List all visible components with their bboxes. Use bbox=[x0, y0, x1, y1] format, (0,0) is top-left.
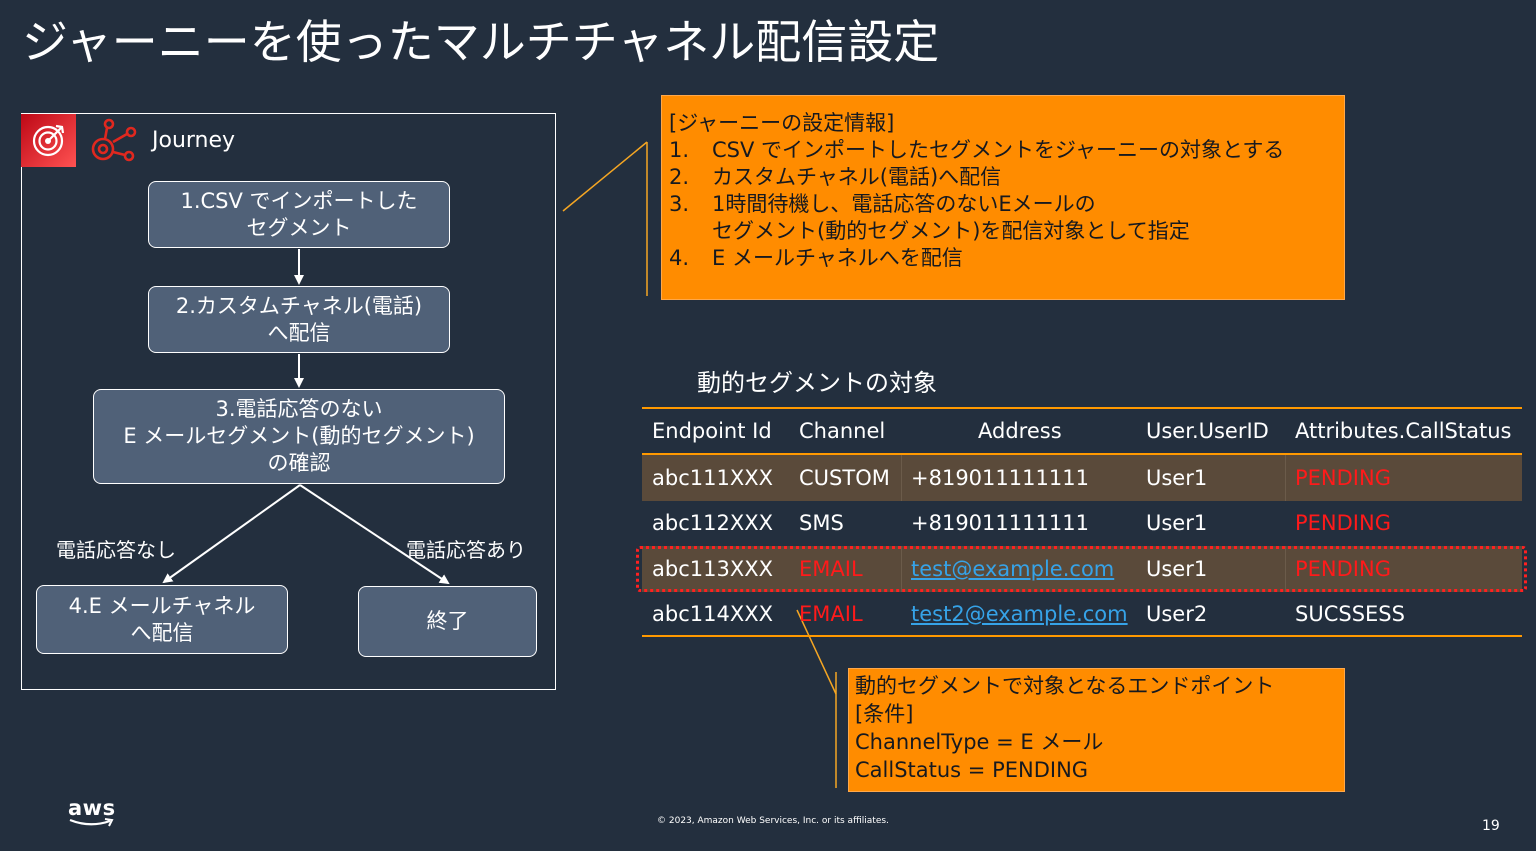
copyright: © 2023, Amazon Web Services, Inc. or its… bbox=[657, 816, 889, 826]
list-item: 3.1時間待機し、電話応答のないEメールの セグメント(動的セグメント)を配信対… bbox=[669, 192, 1190, 243]
journey-node-custom-channel[interactable]: 2.カスタムチャネル(電話) へ配信 bbox=[148, 286, 450, 353]
journey-nodes-icon bbox=[87, 118, 139, 168]
journey-node-dynamic-segment-check[interactable]: 3.電話応答のない E メールセグメント(動的セグメント) の確認 bbox=[93, 389, 505, 484]
condition-callout: 動的セグメントで対象となるエンドポイント [条件] ChannelType = … bbox=[848, 668, 1345, 792]
target-row-highlight bbox=[636, 546, 1527, 592]
callout-leader-info bbox=[562, 141, 648, 212]
table-row: abc113XXX EMAIL test@example.com User1 P… bbox=[642, 546, 1522, 592]
callout-heading: [ジャーニーの設定情報] bbox=[669, 111, 895, 135]
list-item: 4.E メールチャネルへを配信 bbox=[669, 246, 963, 270]
table-header-row: Endpoint Id Channel Address User.UserID … bbox=[642, 408, 1522, 454]
journey-node-email-channel[interactable]: 4.E メールチャネル へ配信 bbox=[36, 585, 288, 654]
status-badge: PENDING bbox=[1295, 511, 1391, 535]
table-header-rule bbox=[642, 453, 1522, 455]
table-row: abc114XXX EMAIL test2@example.com User2 … bbox=[642, 591, 1522, 637]
aws-logo: aws bbox=[68, 796, 116, 827]
slide-title: ジャーニーを使ったマルチチャネル配信設定 bbox=[22, 15, 940, 69]
callout-leader-condition bbox=[796, 609, 837, 695]
table-row: abc112XXX SMS +819011111111 User1 PENDIN… bbox=[642, 500, 1522, 546]
journey-settings-callout: [ジャーニーの設定情報] 1.CSV でインポートしたセグメントをジャーニーの対… bbox=[661, 95, 1345, 300]
status-badge: PENDING bbox=[1295, 466, 1391, 490]
page-number: 19 bbox=[1482, 818, 1500, 834]
status-badge: SUCSSESS bbox=[1295, 602, 1405, 626]
journey-node-csv-segment[interactable]: 1.CSV でインポートした セグメント bbox=[148, 181, 450, 248]
arrow-3-to-end bbox=[299, 484, 450, 585]
journey-panel bbox=[21, 113, 556, 690]
table-bottom-rule bbox=[642, 635, 1522, 637]
journey-node-end[interactable]: 終了 bbox=[358, 586, 537, 657]
table-row: abc111XXX CUSTOM +819011111111 User1 PEN… bbox=[642, 455, 1522, 501]
journey-label: Journey bbox=[152, 128, 236, 153]
column-header: Attributes.CallStatus bbox=[1295, 419, 1512, 443]
arrow-3-to-4 bbox=[162, 484, 301, 584]
list-item: 2.カスタムチャネル(電話)へ配信 bbox=[669, 165, 1002, 189]
column-header: Address bbox=[978, 419, 1062, 443]
column-header: Endpoint Id bbox=[652, 419, 772, 443]
list-item: 1.CSV でインポートしたセグメントをジャーニーの対象とする bbox=[669, 138, 1285, 162]
email-link[interactable]: test2@example.com bbox=[911, 602, 1128, 626]
column-header: User.UserID bbox=[1146, 419, 1269, 443]
branch-label-answered: 電話応答あり bbox=[406, 538, 526, 562]
email-link[interactable]: test@example.com bbox=[911, 557, 1115, 581]
target-icon bbox=[21, 114, 76, 167]
status-badge: PENDING bbox=[1295, 557, 1391, 581]
table-top-rule bbox=[642, 407, 1522, 409]
settings-list: 1.CSV でインポートしたセグメントをジャーニーの対象とする 2.カスタムチャ… bbox=[669, 137, 1344, 272]
branch-label-no-answer: 電話応答なし bbox=[56, 538, 176, 562]
segment-table-title: 動的セグメントの対象 bbox=[697, 369, 937, 397]
column-header: Channel bbox=[799, 419, 886, 443]
smile-arrow-icon bbox=[69, 818, 114, 827]
